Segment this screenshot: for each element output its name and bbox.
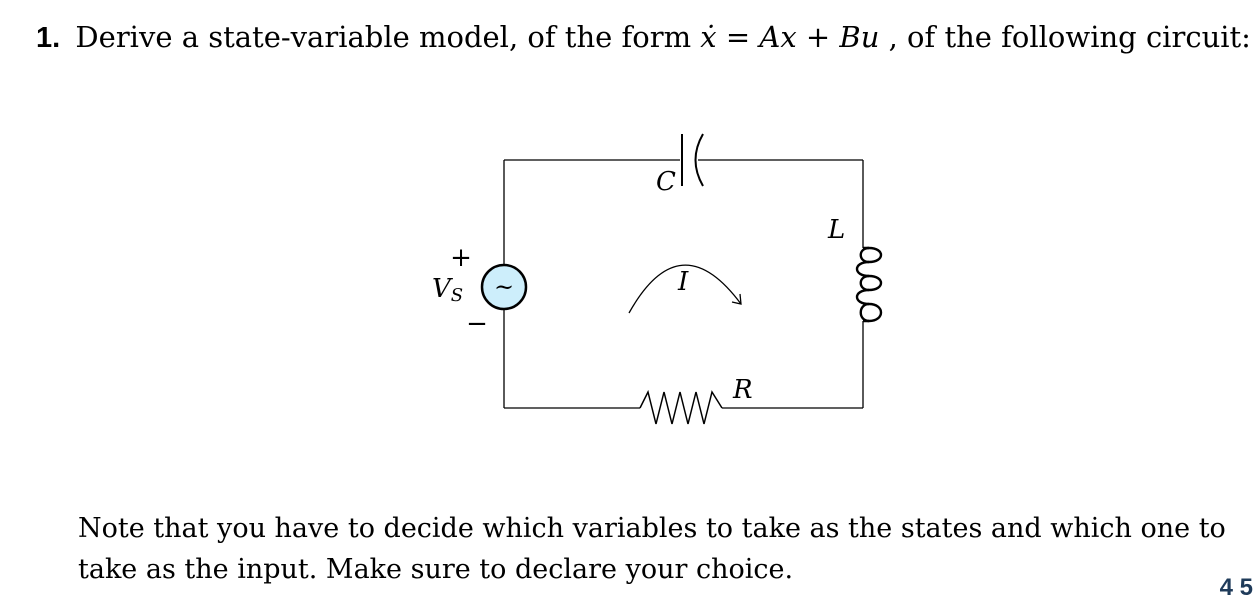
circuit-wires — [503, 159, 864, 409]
inductor-symbol — [855, 246, 883, 323]
page-number-fragment: 4 5 — [1219, 574, 1253, 601]
voltage-source-symbol — [480, 263, 528, 311]
source-label-subscript: S — [451, 285, 463, 306]
note-line-1: Note that you have to decide which varia… — [78, 513, 1226, 544]
capacitor-label: C — [656, 167, 676, 197]
problem-text-before: Derive a state-variable model, of the fo… — [75, 20, 701, 54]
source-label: VS — [432, 274, 463, 306]
source-plus-sign: + — [450, 243, 472, 273]
state-equation: ẋ = Ax + Bu — [700, 20, 880, 54]
document-page: 1. Derive a state-variable model, of the… — [36, 20, 1258, 601]
resistor-label: R — [732, 375, 753, 405]
source-minus-sign: − — [466, 309, 488, 339]
current-label: I — [677, 267, 689, 297]
current-arrow — [628, 264, 742, 314]
note-line-2: take as the input. Make sure to declare … — [78, 554, 794, 585]
voltage-source-tilde: ~ — [494, 273, 514, 301]
inductor-label: L — [827, 215, 845, 245]
resistor-symbol — [639, 389, 723, 425]
circuit-diagram: C L R ~ + − VS I — [432, 133, 883, 425]
capacitor-symbol — [681, 133, 704, 187]
problem-statement: 1. Derive a state-variable model, of the… — [36, 20, 1251, 55]
source-label-main: V — [432, 274, 453, 304]
problem-text-after: , of the following circuit: — [888, 20, 1251, 54]
problem-number: 1. — [36, 22, 61, 54]
note-paragraph: Note that you have to decide which varia… — [78, 508, 1258, 590]
